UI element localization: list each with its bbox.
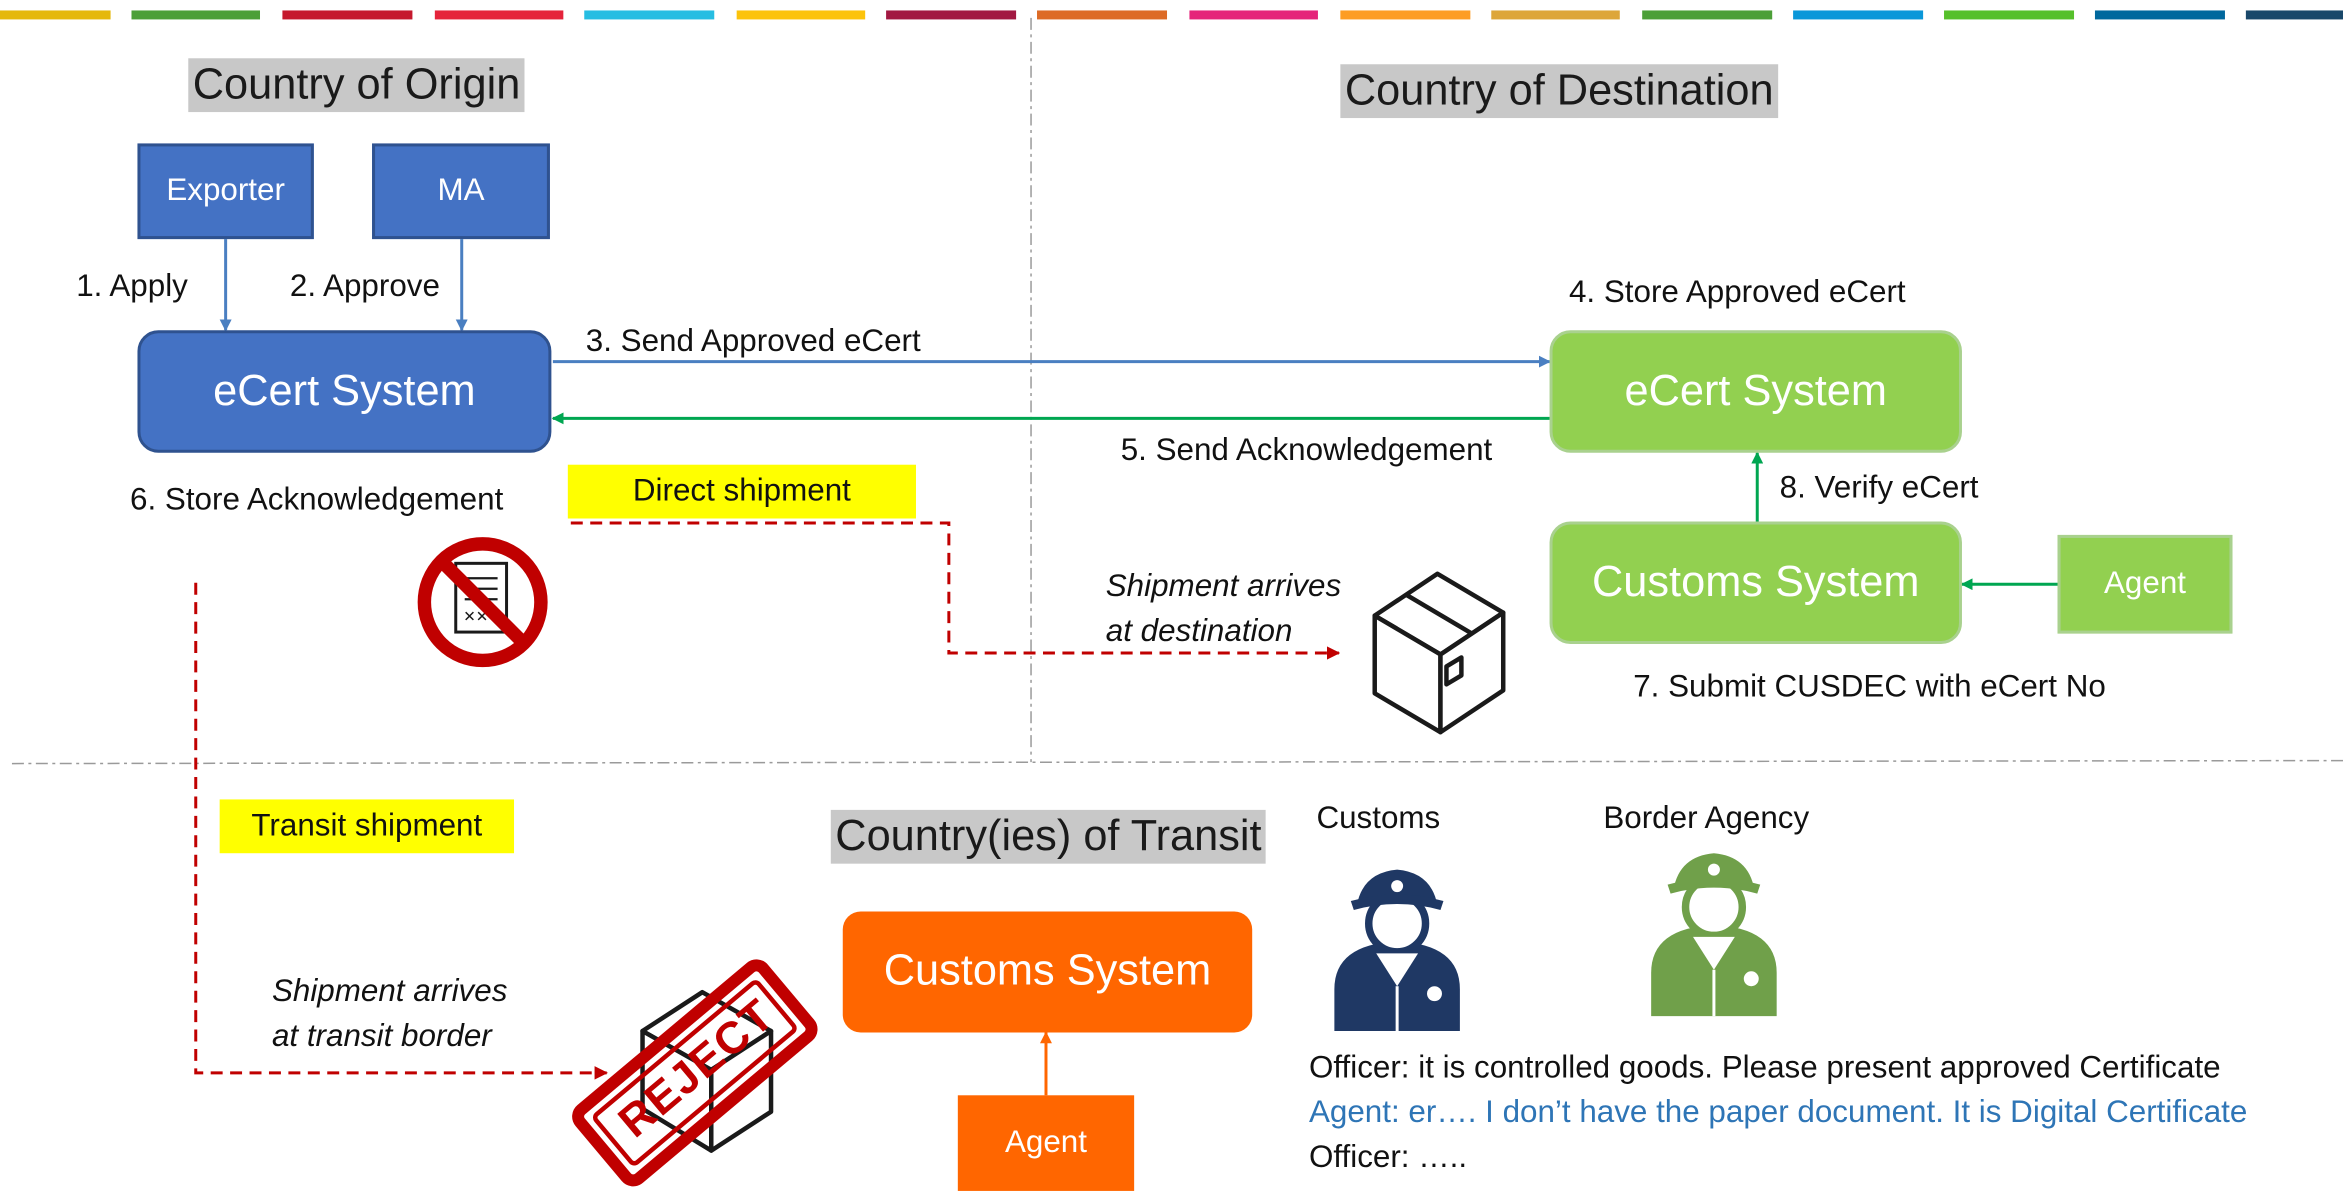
transit-agent-box: Agent — [957, 1095, 1135, 1191]
direct-arrival-line2: at destination — [1105, 614, 1293, 649]
agent-dialog-line: Agent: er…. I don’t have the paper docum… — [1308, 1095, 2248, 1130]
direct-shipment-path — [570, 521, 1341, 660]
officer-dialog-line2: Officer: ….. — [1308, 1140, 1468, 1175]
ma-box: MA — [372, 143, 550, 240]
transit-shipment-path — [194, 582, 609, 1080]
horizontal-divider — [11, 759, 2343, 765]
origin-heading: Country of Origin — [188, 58, 525, 113]
approve-step-label: 2. Approve — [289, 268, 440, 304]
send-approved-ecert-label: 3. Send Approved eCert — [585, 324, 921, 359]
officer-dialog-line1: Officer: it is controlled goods. Please … — [1308, 1050, 2221, 1085]
package-box-icon — [1372, 571, 1506, 735]
svg-text:✕✕: ✕✕ — [463, 609, 488, 626]
transit-heading: Country(ies) of Transit — [830, 809, 1267, 864]
store-acknowledgement-label: 6. Store Acknowledgement — [130, 482, 504, 518]
submit-cusdec-label: 7. Submit CUSDEC with eCert No — [1633, 669, 2106, 704]
direct-shipment-label: Direct shipment — [567, 464, 916, 519]
destination-heading: Country of Destination — [1340, 64, 1779, 119]
destination-agent-box: Agent — [2057, 534, 2233, 634]
border-agency-label: Border Agency — [1603, 800, 1810, 836]
transit-shipment-label: Transit shipment — [219, 799, 515, 854]
store-approved-ecert-label: 4. Store Approved eCert — [1568, 274, 1906, 310]
verify-ecert-label: 8. Verify eCert — [1779, 470, 1979, 506]
customs-officer-icon — [1334, 869, 1460, 1032]
apply-step-label: 1. Apply — [76, 268, 188, 304]
transit-arrival-line2: at transit border — [271, 1019, 492, 1054]
destination-customs-system-box: Customs System — [1549, 521, 1962, 645]
send-acknowledgement-label: 5. Send Acknowledgement — [1120, 433, 1493, 468]
direct-arrival-line1: Shipment arrives — [1105, 569, 1342, 604]
rejected-package-icon — [572, 959, 818, 1187]
origin-ecert-system-box: eCert System — [137, 330, 552, 453]
customs-officer-label: Customs — [1316, 800, 1441, 836]
transit-customs-system-box: Customs System — [842, 911, 1253, 1033]
border-agency-officer-icon — [1651, 853, 1777, 1017]
transit-arrival-line1: Shipment arrives — [271, 974, 508, 1009]
destination-ecert-system-box: eCert System — [1549, 330, 1962, 453]
no-paper-document-icon: ✕✕ — [417, 537, 548, 668]
exporter-box: Exporter — [137, 143, 314, 240]
